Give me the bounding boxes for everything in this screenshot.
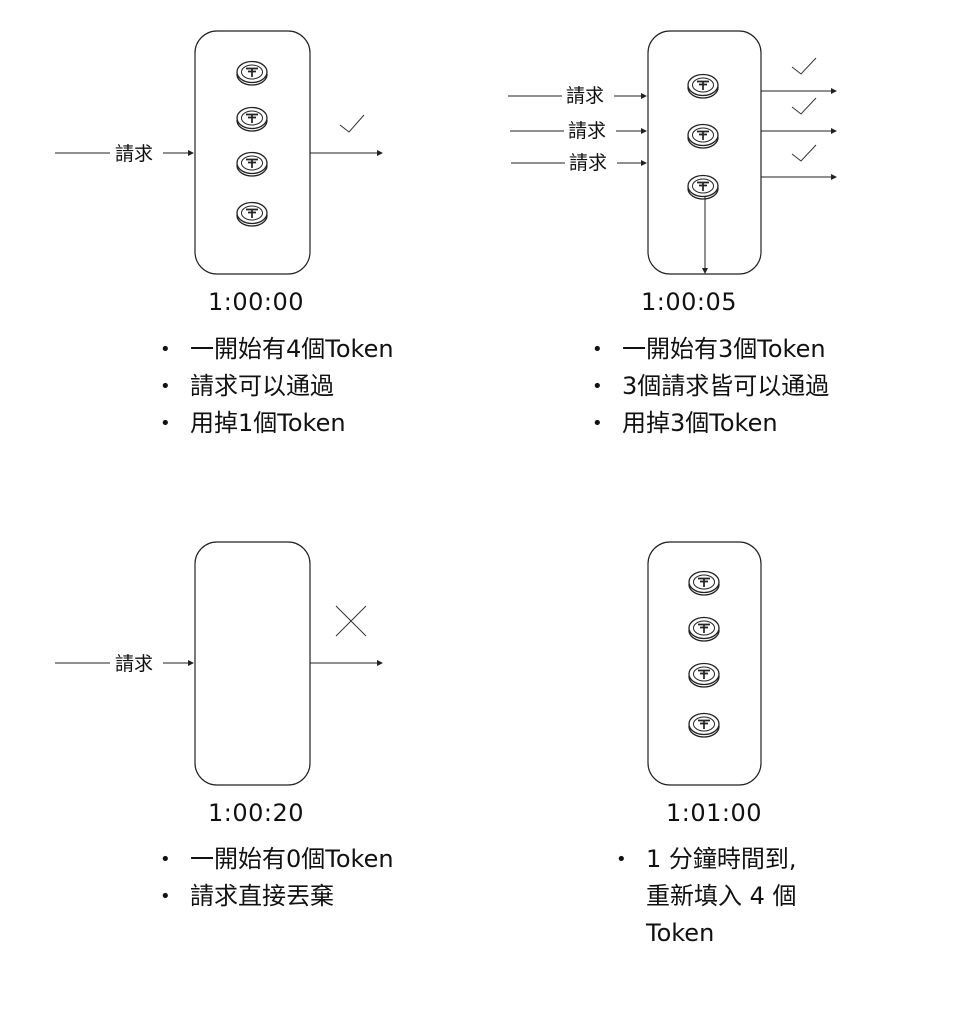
list-item: 請求直接丟棄 xyxy=(160,878,460,915)
list-item: 用掉1個Token xyxy=(160,405,460,442)
panel-4 xyxy=(647,541,762,786)
cross-icon xyxy=(335,605,367,637)
list-item: 一開始有3個Token xyxy=(592,331,844,368)
token-coin-icon xyxy=(687,123,719,149)
token-coin-icon xyxy=(687,73,719,99)
notes-list: 一開始有3個Token 3個請求皆可以通過 用掉3個Token xyxy=(592,331,844,442)
list-item: 請求可以通過 xyxy=(160,368,460,405)
bucket xyxy=(647,30,762,275)
bucket xyxy=(194,541,311,786)
token-coin-icon xyxy=(236,60,268,86)
token-coin-icon xyxy=(687,174,719,200)
check-icon xyxy=(791,97,817,115)
list-item: 一開始有4個Token xyxy=(160,331,460,368)
time-label: 1:00:05 xyxy=(641,288,738,316)
notes-list: 1 分鐘時間到, 重新填入 4 個 Token xyxy=(616,841,816,952)
check-icon xyxy=(791,144,817,162)
panel-1: 請求 xyxy=(55,30,383,275)
request-label: 請求 xyxy=(115,653,153,675)
notes-list: 一開始有0個Token 請求直接丟棄 xyxy=(160,841,460,915)
check-icon xyxy=(339,114,365,133)
time-label: 1:01:00 xyxy=(666,799,763,827)
panel-2: 請求 請求 請求 xyxy=(508,30,837,275)
request-label: 請求 xyxy=(568,120,606,142)
token-coin-icon xyxy=(688,570,720,596)
list-item: 3個請求皆可以通過 xyxy=(592,368,844,405)
token-coin-icon xyxy=(688,616,720,642)
list-item: 用掉3個Token xyxy=(592,405,844,442)
token-coin-icon xyxy=(688,712,720,738)
request-label: 請求 xyxy=(569,152,607,174)
time-label: 1:00:00 xyxy=(208,288,305,316)
panel-3: 請求 xyxy=(55,541,383,786)
token-coin-icon xyxy=(236,106,268,132)
check-icon xyxy=(791,57,817,75)
list-item: 1 分鐘時間到, 重新填入 4 個 Token xyxy=(616,841,816,952)
time-label: 1:00:20 xyxy=(208,799,305,827)
notes-list: 一開始有4個Token 請求可以通過 用掉1個Token xyxy=(160,331,460,442)
token-coin-icon xyxy=(688,662,720,688)
list-item: 一開始有0個Token xyxy=(160,841,460,878)
token-coin-icon xyxy=(236,201,268,227)
request-label: 請求 xyxy=(115,143,153,165)
request-label: 請求 xyxy=(566,85,604,107)
token-coin-icon xyxy=(236,151,268,177)
